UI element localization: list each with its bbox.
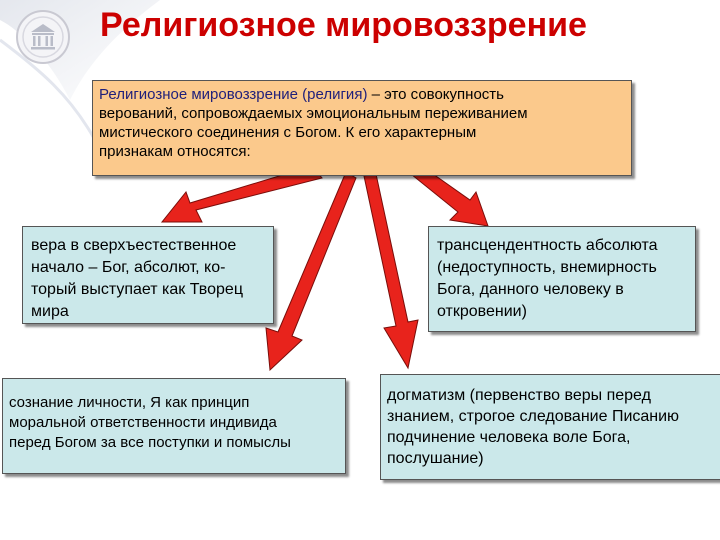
feature-box-faith: вера в сверхъестественное начало – Бог, … — [22, 226, 274, 324]
feature-text: сознание личности, Я как принцип моральн… — [9, 394, 291, 451]
arrow-to-feature-4 — [363, 173, 419, 370]
feature-box-consciousness: сознание личности, Я как принцип моральн… — [2, 378, 346, 474]
definition-term: Религиозное мировоззрение (религия) — [99, 86, 368, 103]
feature-text: трансцендентность абсолюта (недоступност… — [437, 237, 658, 320]
university-logo — [16, 10, 70, 64]
arrow-to-feature-3 — [265, 171, 357, 372]
feature-text: догматизм (первенство веры перед знанием… — [387, 387, 680, 467]
arrow-to-feature-1 — [160, 165, 323, 223]
feature-box-transcendence: трансцендентность абсолюта (недоступност… — [428, 226, 696, 332]
definition-text: – это совокупность верований, сопровожда… — [99, 86, 528, 160]
feature-box-dogmatism: догматизм (первенство веры перед знанием… — [380, 374, 720, 480]
definition-box: Религиозное мировоззрение (религия) – эт… — [92, 80, 632, 176]
feature-text: вера в сверхъестественное начало – Бог, … — [31, 237, 243, 320]
slide-title: Религиозное мировоззрение — [100, 6, 587, 44]
